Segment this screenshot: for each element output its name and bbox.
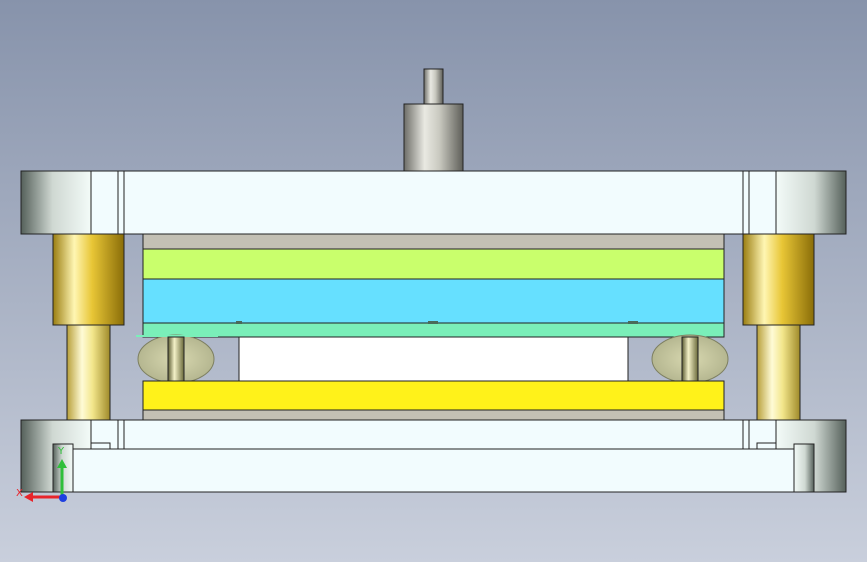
shank-pin (423, 68, 444, 106)
guide-bushing-right (742, 233, 815, 326)
stripper-bolt-right (681, 336, 699, 382)
lower-shoe-base (72, 448, 795, 493)
lower-shoe-step-left (90, 420, 125, 450)
top-spacer-plate (142, 233, 725, 250)
guide-bushing-left (52, 233, 125, 326)
die-plate-yellow (142, 380, 725, 411)
spring-left-mask-top (136, 335, 218, 337)
upper-flange-left (20, 170, 92, 235)
lower-shoe-slot-right (793, 443, 815, 493)
stripper-screw-center (428, 321, 438, 324)
strip-opening (238, 336, 629, 382)
lower-shoe-step-right (742, 420, 777, 450)
bottom-spacer-plate (142, 409, 725, 421)
stripper-plate-teal (142, 322, 725, 338)
guide-pillar-right (756, 324, 801, 421)
coordinate-triad: X Y (16, 446, 67, 502)
shank-body (403, 103, 464, 172)
upper-die-shoe (20, 170, 847, 235)
punch-plate-blue (142, 278, 725, 324)
triad-x-label: X (16, 488, 23, 499)
triad-y-arrow-icon (57, 459, 67, 468)
backing-plate-green (142, 248, 725, 280)
triad-z-origin (59, 494, 67, 502)
triad-y-label: Y (57, 446, 65, 457)
stripper-screw-right (628, 321, 638, 324)
stripper-screw-left (236, 321, 242, 324)
stripper-bolt-left (167, 336, 185, 382)
triad-x-arrow-icon (24, 492, 33, 502)
upper-flange-right (775, 170, 847, 235)
guide-pillar-left (66, 324, 111, 421)
